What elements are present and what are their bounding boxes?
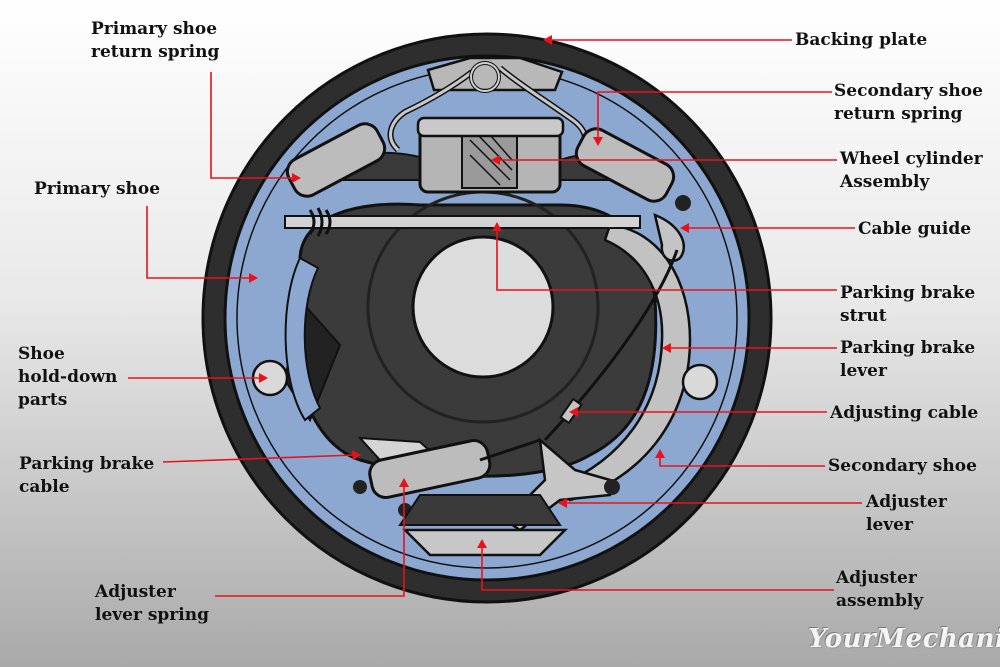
label-adjuster-assembly: Adjuster assembly	[836, 568, 924, 611]
label-primary-shoe-return-spring: Primary shoe return spring	[91, 19, 220, 62]
leader-adjuster-lever-spring	[215, 484, 405, 597]
label-secondary-shoe: Secondary shoe	[828, 456, 977, 476]
yourmechanic-watermark-logo: YourMechanic	[808, 624, 1000, 654]
label-backing-plate: Backing plate	[795, 30, 928, 50]
label-primary-shoe: Primary shoe	[34, 179, 161, 199]
hold-down-pin-right	[681, 363, 719, 401]
primary-shoe-return-spring	[285, 122, 387, 198]
hub-hole	[411, 235, 555, 379]
label-parking-brake-cable: Parking brake cable	[19, 454, 155, 497]
leader-parking-brake-cable	[162, 454, 356, 463]
cable-guide	[653, 212, 686, 262]
leader-primary-return-spring	[210, 72, 295, 179]
label-cable-guide: Cable guide	[858, 219, 972, 239]
parking-brake-strut	[284, 215, 641, 229]
label-adjusting-cable: Adjusting cable	[830, 403, 979, 423]
leader-arrowheads	[249, 35, 689, 548]
leader-lines	[128, 39, 862, 597]
label-secondary-shoe-return-spring: Secondary shoe return spring	[834, 81, 983, 124]
secondary-shoe-return-spring	[574, 127, 676, 203]
label-parking-brake-lever: Parking brake lever	[840, 338, 976, 381]
leader-secondary-return-spring	[597, 91, 832, 140]
label-adjuster-lever: Adjuster lever	[866, 492, 947, 535]
leader-secondary-shoe	[659, 455, 825, 467]
label-wheel-cylinder-assembly: Wheel cylinder Assembly	[840, 149, 983, 192]
leader-parking-brake-strut	[496, 228, 837, 291]
label-parking-brake-strut: Parking brake strut	[840, 283, 976, 326]
adjuster-assembly	[401, 528, 569, 557]
label-shoe-hold-down-parts: Shoe hold-down parts	[18, 344, 118, 410]
label-adjuster-lever-spring: Adjuster lever spring	[95, 582, 209, 625]
leader-adjuster-assembly	[481, 545, 834, 591]
leader-primary-shoe	[146, 206, 252, 279]
